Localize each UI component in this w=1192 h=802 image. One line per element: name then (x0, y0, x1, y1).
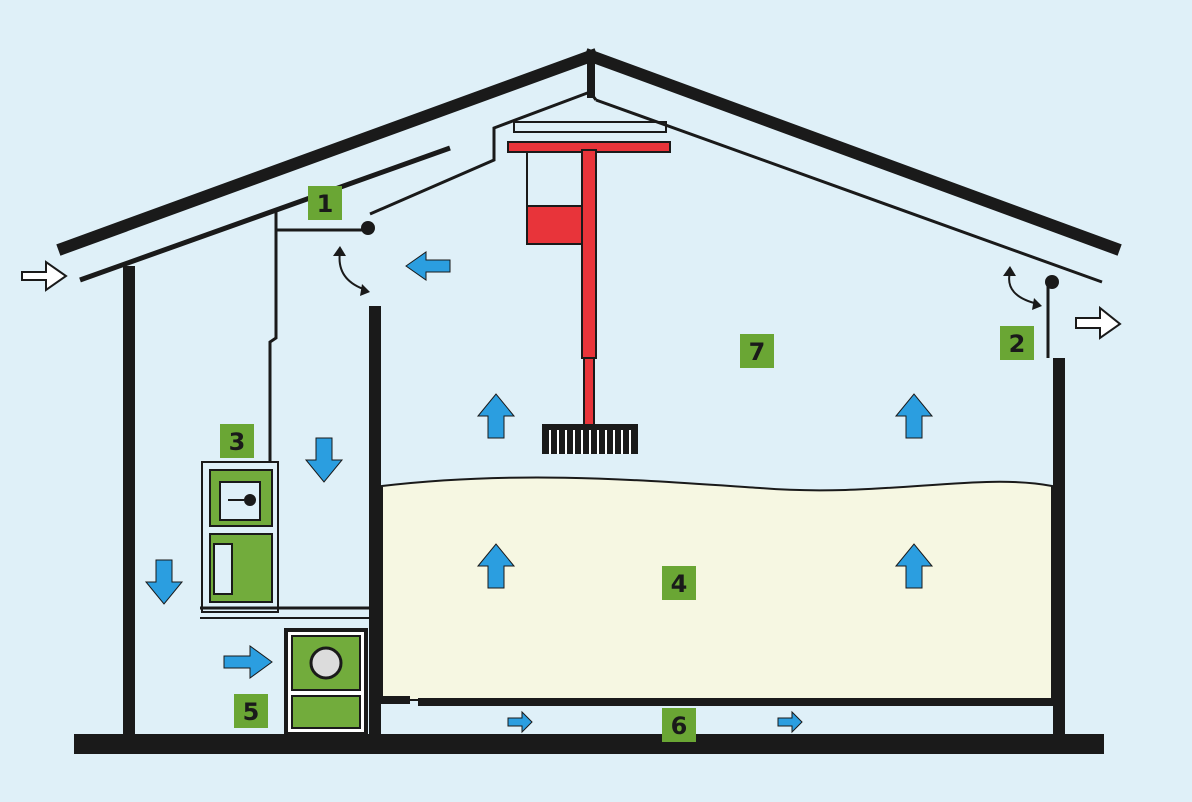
grain-turner-crane (507, 121, 671, 454)
walls (123, 266, 1065, 736)
svg-text:4: 4 (671, 570, 688, 598)
svg-text:6: 6 (671, 712, 688, 740)
floor-air-duct (370, 696, 1056, 706)
outline-arrow-right-icon (1075, 305, 1122, 340)
inner-ceiling (79, 62, 1103, 284)
outline-arrow-right-icon (21, 260, 68, 292)
intake-duct (200, 212, 1050, 619)
svg-text:2: 2 (1009, 330, 1026, 358)
label-2: 2 (1000, 326, 1034, 360)
label-4: 4 (662, 566, 696, 600)
svg-text:1: 1 (317, 190, 334, 218)
grain-pile (381, 476, 1053, 701)
airflow-arrow-icon (144, 251, 934, 734)
label-6: 6 (662, 708, 696, 742)
air-treatment-unit (201, 461, 279, 613)
fan-icon (309, 646, 343, 680)
label-7: 7 (740, 334, 774, 368)
curved-double-arrow-icon (333, 246, 370, 296)
flap-2-pivot (1045, 275, 1059, 289)
fan-unit (284, 628, 368, 736)
svg-text:5: 5 (243, 698, 260, 726)
outer-roof (56, 48, 1122, 256)
label-1: 1 (308, 186, 342, 220)
label-3: 3 (220, 424, 254, 458)
flap-1-pivot (361, 221, 375, 235)
svg-text:3: 3 (229, 428, 246, 456)
svg-text:7: 7 (749, 338, 766, 366)
curved-double-arrow-icon (1003, 266, 1042, 310)
floor-slab (74, 734, 1104, 754)
label-5: 5 (234, 694, 268, 728)
